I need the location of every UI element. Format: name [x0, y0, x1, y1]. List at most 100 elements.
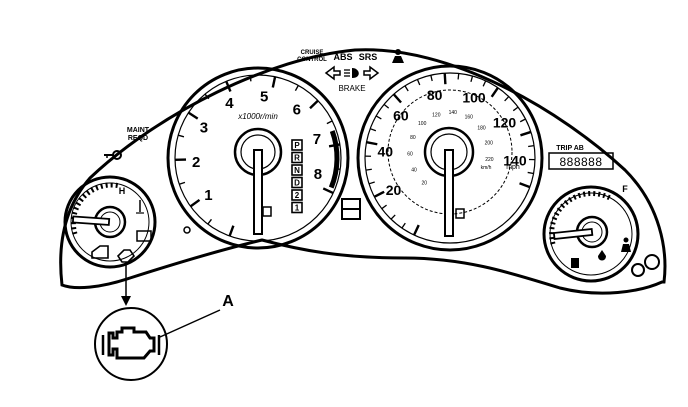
speedometer-tick [492, 88, 498, 97]
door-open-icon [632, 264, 644, 276]
tachometer-tick [208, 219, 212, 224]
gear-label: N [294, 166, 300, 175]
temp-hot-label: H [119, 186, 126, 196]
speedometer-tick [445, 73, 446, 84]
oil-pressure-icon [598, 250, 606, 261]
coolant-temp-icon [136, 200, 144, 213]
speedometer-kmh-label: 60 [407, 151, 413, 157]
speedometer-tick [520, 183, 530, 187]
speedometer-tick [483, 81, 486, 86]
tachometer-label: 8 [314, 166, 322, 183]
callout-a-label: A [222, 293, 234, 310]
temperature-gauge: H [65, 177, 155, 267]
tachometer-tick [310, 101, 318, 109]
speedometer-mph-label: 20 [386, 182, 402, 198]
tachometer-tick [230, 226, 234, 236]
gear-label: 2 [295, 191, 300, 200]
turn-right-arrow-icon [364, 67, 378, 79]
speedometer-kmh-label: 20 [422, 181, 428, 187]
speedometer-kmh-label: 160 [465, 115, 474, 121]
tachometer-label: 6 [293, 102, 301, 119]
speedometer-tick [374, 192, 384, 197]
abs-indicator: ABS [333, 52, 352, 62]
speedometer-mph-label: 60 [393, 107, 409, 123]
speedometer-tick [405, 86, 408, 91]
gear-label: 1 [295, 204, 300, 213]
maint-reqd-line2: REQD [128, 135, 148, 142]
small-indicator-dot [184, 227, 190, 233]
temp-needle [73, 216, 109, 224]
speed-unit-kmh: km/h [481, 165, 492, 171]
tachometer-unit: x1000r/min [237, 112, 278, 121]
headlight-beam-icon [344, 68, 359, 78]
gear-label: R [294, 154, 300, 163]
tachometer-tick [323, 188, 333, 193]
speedometer-kmh-label: 80 [410, 135, 416, 141]
speedometer-mph-label: 80 [427, 87, 443, 103]
speedometer-tick [528, 146, 534, 147]
speedometer-kmh-label: 200 [485, 140, 494, 146]
speedometer-tick [414, 225, 419, 235]
speedometer-kmh-label: 220 [485, 157, 494, 163]
speedometer-tick [382, 205, 387, 209]
gear-label: P [294, 141, 300, 150]
tachometer-tick [191, 200, 200, 206]
fuel-pump-icon [571, 258, 579, 268]
tachometer-label: 3 [200, 120, 208, 137]
speed-unit-mph: mph [506, 164, 520, 171]
tachometer-label: 4 [225, 95, 234, 112]
gear-label: D [294, 179, 300, 188]
tachometer-label: 2 [192, 154, 200, 171]
speedometer-mph-label: 120 [493, 115, 517, 131]
tachometer-tick [295, 85, 298, 90]
maint-reqd-line1: MAINT [127, 127, 150, 134]
tachometer-tick [327, 121, 332, 124]
speedometer-mph-label: 100 [462, 90, 486, 106]
fuel-gauge: F [544, 184, 659, 281]
low-fuel-icon [263, 207, 271, 216]
speedometer-tick [394, 94, 401, 102]
tachometer-needle [254, 150, 262, 234]
speedometer-kmh-label: 180 [477, 125, 486, 131]
speedometer-tick [384, 104, 389, 108]
tachometer-label: 1 [204, 187, 212, 204]
speedometer-tick [366, 169, 372, 170]
brake-indicator: BRAKE [338, 84, 365, 93]
tachometer-tick [179, 182, 185, 184]
speedometer-mph-label: 40 [378, 144, 394, 160]
tachometer-tick [178, 135, 184, 137]
speedometer-needle [445, 150, 453, 236]
tachometer-label: 7 [313, 131, 321, 148]
speedometer-tick [431, 75, 432, 81]
tachometer-label: 5 [260, 88, 268, 105]
callout-a: A [95, 262, 234, 380]
turn-left-arrow-icon [326, 67, 340, 79]
speedometer-tick [376, 116, 381, 119]
speedometer-tick [471, 76, 473, 82]
tachometer-redline [331, 131, 337, 188]
fuel-full-label: F [622, 184, 628, 194]
tachometer-tick [273, 77, 275, 88]
speedometer-tick [369, 182, 375, 184]
cruise-control-line1: CRUISE [301, 50, 324, 56]
cruise-control-line2: CONTROL [297, 57, 327, 63]
odometer-digits: 888888 [559, 155, 602, 169]
odometer: TRIP AB 888888 [549, 145, 613, 169]
center-indicator-icon [342, 199, 360, 219]
seatbelt-reminder-icon [621, 238, 631, 253]
callout-a-leader [160, 310, 220, 337]
srs-indicator: SRS [359, 52, 378, 62]
speedometer-kmh-label: 120 [432, 112, 441, 118]
check-engine-icon [103, 328, 159, 358]
tachometer-tick [188, 113, 197, 119]
speedometer-tick [520, 132, 530, 135]
charging-system-icon [137, 231, 151, 241]
speedometer-tick [391, 215, 395, 219]
speedometer-kmh-label: 140 [449, 110, 458, 116]
speedometer-tick [513, 107, 518, 111]
